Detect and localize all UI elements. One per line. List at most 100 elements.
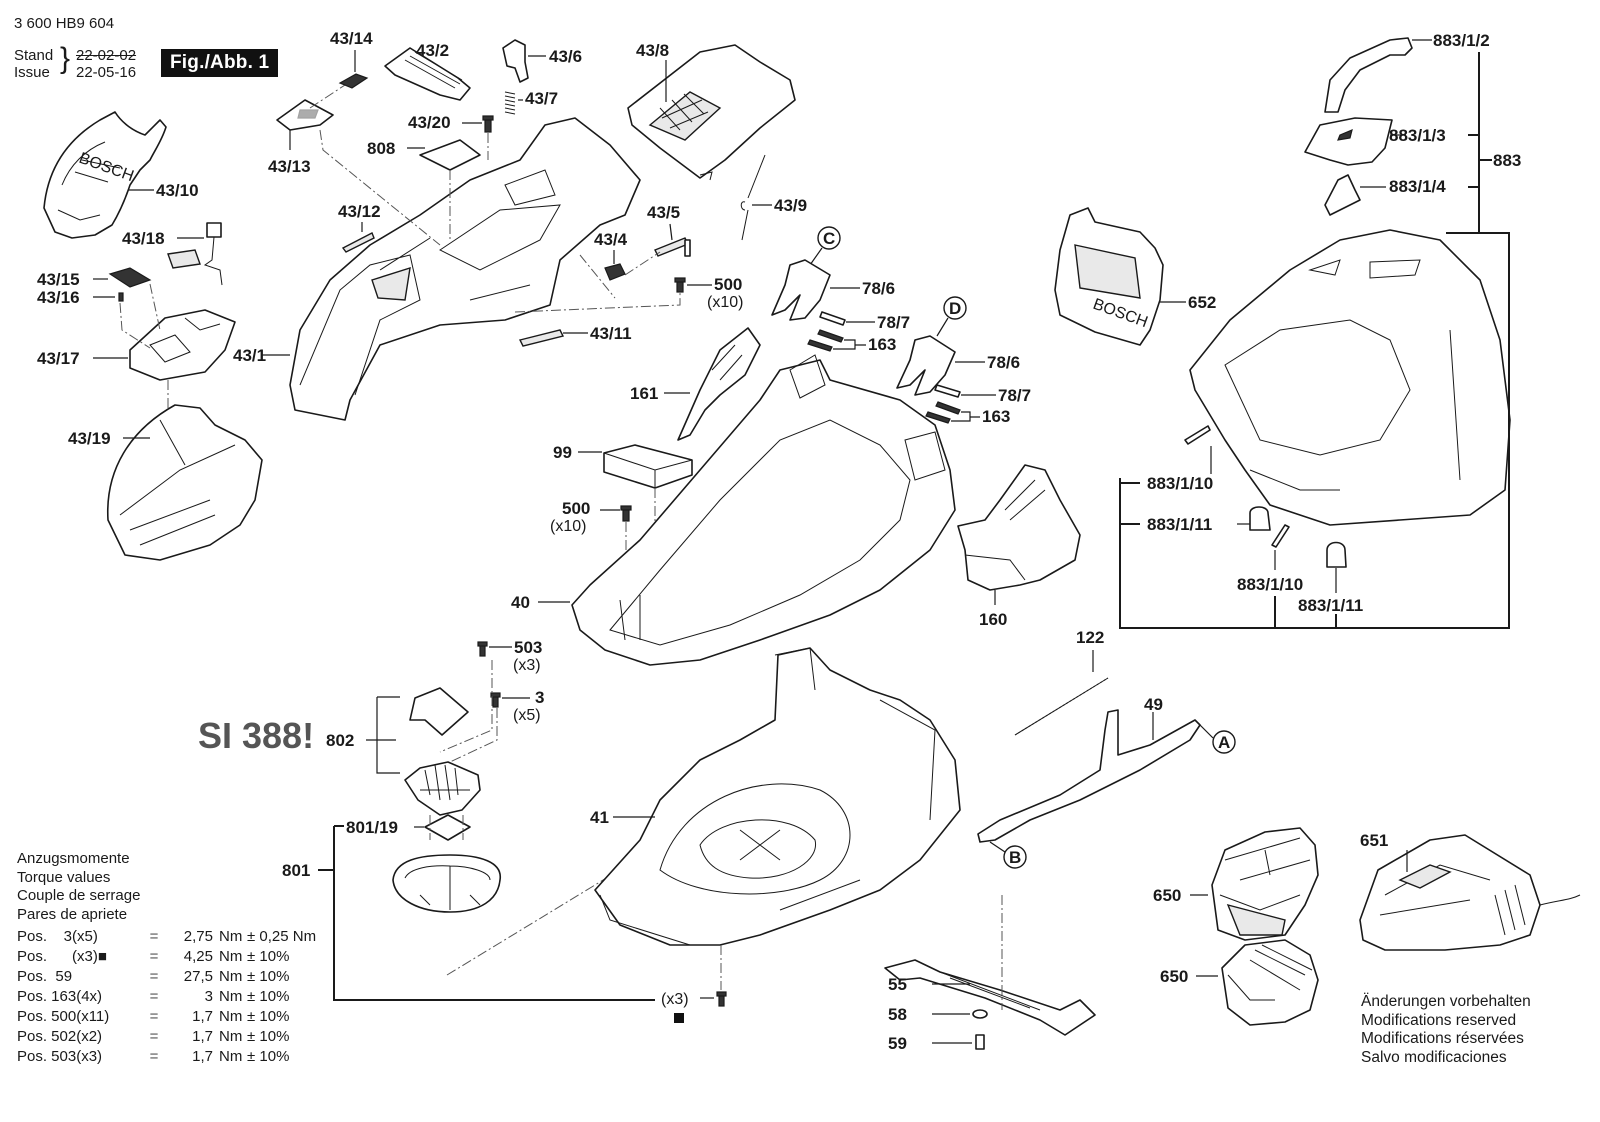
label-43-13: 43/13 — [268, 157, 311, 176]
superseded-date: 22-02-02 — [76, 47, 137, 64]
part-43-18-switch-wiring[interactable] — [167, 222, 223, 286]
marker-d-label: D — [949, 299, 961, 318]
part-78-7-pin-c[interactable] — [819, 311, 846, 326]
torque-unit: Nm — [219, 1008, 243, 1025]
figure-label: Fig./Abb. 1 — [161, 49, 279, 77]
brace-symbol: } — [60, 42, 71, 75]
part-802-cover-plate[interactable] — [409, 687, 469, 736]
part-43-16-pin[interactable] — [118, 292, 124, 302]
part-58-washer[interactable] — [972, 1009, 988, 1019]
torque-position: Pos. 500(x11) — [17, 1008, 110, 1025]
part-43-10-cover[interactable]: BOSCH — [43, 111, 167, 239]
label-160: 160 — [979, 610, 1007, 629]
part-43-20-screw[interactable] — [482, 115, 494, 133]
part-801-motor[interactable] — [392, 854, 501, 913]
part-500-screw-lower[interactable] — [620, 505, 632, 522]
part-883-1-11-cap-left[interactable] — [1249, 506, 1271, 531]
label-651: 651 — [1360, 831, 1388, 850]
torque-equals: = — [149, 948, 159, 965]
torque-unit: Nm — [219, 948, 243, 965]
part-43-5-pin[interactable] — [654, 237, 691, 257]
torque-row: Pos. 163(4x) = 3 Nm ± 10% — [17, 987, 316, 1007]
label-801-19: 801/19 — [346, 818, 398, 837]
torque-table: Pos. 3(x5) = 2,75 Nm ± 0,25 Nm Pos. (x3)… — [17, 927, 316, 1067]
part-43-13-key-cover[interactable] — [276, 99, 334, 131]
torque-marker-square-icon — [674, 1013, 684, 1023]
label-43-15: 43/15 — [37, 270, 80, 289]
torque-equals: = — [149, 988, 159, 1005]
part-59-blade-bolt[interactable] — [975, 1034, 985, 1050]
part-801-19-gasket[interactable] — [424, 814, 471, 841]
part-883-1-3-window[interactable] — [1304, 117, 1393, 166]
label-41: 41 — [590, 808, 609, 827]
torque-unit: Nm — [219, 968, 243, 985]
label-43-8: 43/8 — [636, 41, 669, 60]
label-163-c: 163 — [868, 335, 896, 354]
part-883-1-10-pin-upper[interactable] — [1184, 425, 1211, 445]
part-43-9-torsion-spring[interactable] — [740, 154, 766, 241]
torque-equals: = — [149, 1048, 159, 1065]
torque-position: Pos. 503(x3) — [17, 1048, 103, 1065]
part-883-1-11-cap-right[interactable] — [1326, 541, 1347, 568]
part-41-mower-deck[interactable] — [594, 647, 961, 946]
part-43-1-upper-housing[interactable] — [289, 117, 641, 421]
part-43-14-button[interactable] — [338, 73, 369, 89]
label-650-lower: 650 — [1160, 967, 1188, 986]
document-number: 3 600 HB9 604 — [14, 15, 115, 32]
part-802-electronics-module[interactable] — [404, 761, 481, 816]
torque-value: 1,7 — [192, 1048, 213, 1065]
torque-unit: Nm — [219, 1028, 243, 1045]
part-503-screw[interactable] — [477, 641, 488, 657]
part-650-battery-small[interactable] — [1221, 939, 1319, 1026]
label-3: 3 — [535, 688, 544, 707]
part-43-8-battery-lid[interactable] — [627, 44, 796, 181]
part-652-grass-box-handle[interactable]: BOSCH — [1054, 207, 1164, 346]
part-40-main-housing[interactable] — [571, 354, 956, 666]
part-161-cable-guide[interactable] — [677, 327, 761, 441]
part-43-12-strip[interactable] — [341, 232, 375, 253]
label-652: 652 — [1188, 293, 1216, 312]
label-161: 161 — [630, 384, 658, 403]
part-43-11-strip[interactable] — [518, 329, 565, 347]
part-78-6-bracket-d[interactable] — [896, 335, 956, 396]
part-883-grass-box[interactable] — [1189, 229, 1511, 526]
part-163-screws-c[interactable] — [807, 329, 844, 352]
part-883-1-10-pin-lower[interactable] — [1271, 524, 1290, 548]
label-43-20: 43/20 — [408, 113, 451, 132]
part-49-height-lever[interactable] — [977, 709, 1201, 843]
torque-equals: = — [149, 968, 159, 985]
torque-tolerance: ± 10% — [247, 948, 290, 965]
label-58: 58 — [888, 1005, 907, 1024]
part-883-1-2-handle[interactable] — [1324, 37, 1413, 113]
part-55-blade[interactable] — [884, 959, 1096, 1036]
part-650-battery-large[interactable] — [1211, 827, 1319, 941]
part-160-chute[interactable] — [957, 464, 1081, 591]
part-883-1-4-indicator[interactable] — [1324, 174, 1361, 216]
label-x3: (x3) — [661, 991, 689, 1008]
torque-position: Pos. 163(4x) — [17, 988, 103, 1005]
part-43-4-cap[interactable] — [604, 263, 626, 281]
part-163-screws-d[interactable] — [925, 401, 961, 424]
label-500-lower-qty: (x10) — [550, 518, 586, 535]
part-43-7-spring[interactable] — [504, 91, 516, 115]
part-43-6-latch[interactable] — [502, 39, 529, 83]
part-122-spring[interactable] — [1014, 677, 1109, 736]
notice-en: Modifications reserved — [1361, 1011, 1517, 1029]
part-808-label[interactable] — [419, 139, 481, 171]
part-500-screw-upper[interactable] — [674, 277, 686, 293]
part-99-foam-pad[interactable] — [603, 444, 693, 489]
part-78-6-bracket-c[interactable] — [771, 259, 831, 321]
part-43-15-key[interactable] — [108, 267, 152, 288]
part-78-7-pin-d[interactable] — [934, 384, 961, 398]
torque-value: 1,7 — [192, 1028, 213, 1045]
torque-unit: Nm — [219, 988, 243, 1005]
part-651-charger[interactable] — [1359, 834, 1581, 951]
part-43-17-key-housing[interactable] — [129, 309, 236, 381]
part-43-2-lever[interactable] — [384, 47, 471, 101]
part-43-19-bezel[interactable] — [107, 404, 263, 561]
part-deck-screw[interactable] — [716, 991, 727, 1007]
part-3-screw[interactable] — [490, 692, 501, 708]
reference-marker-b — [1003, 845, 1027, 869]
label-802: 802 — [326, 731, 354, 750]
reference-marker-d — [943, 296, 967, 320]
